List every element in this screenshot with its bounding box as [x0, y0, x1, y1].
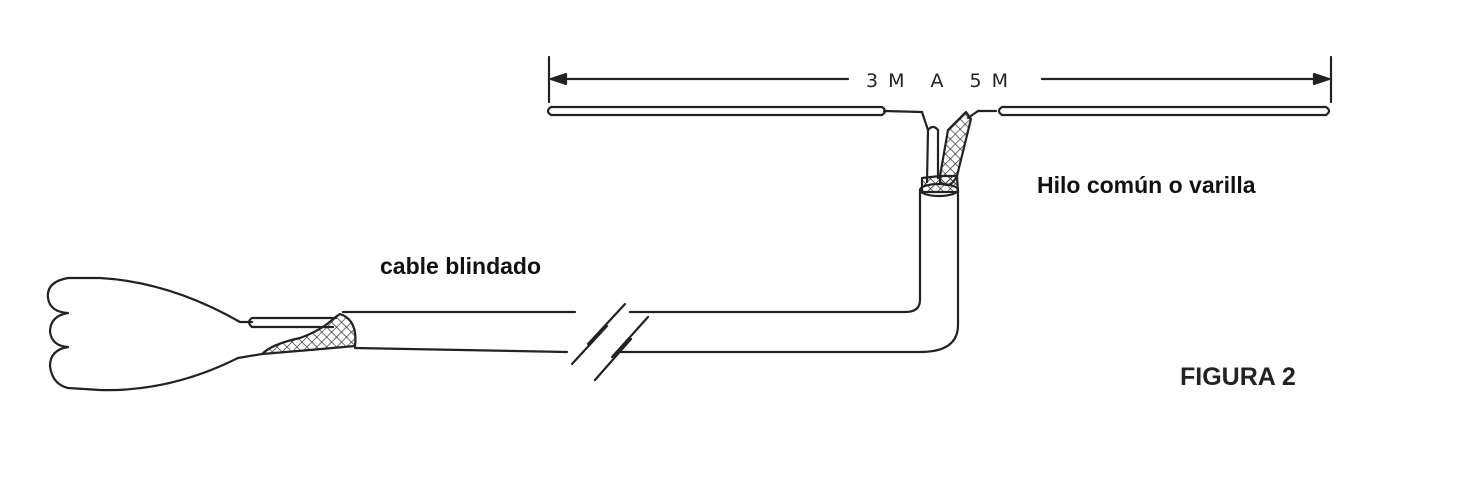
figure-label: FIGURA 2 — [1180, 363, 1296, 391]
pickup-loop — [46, 276, 264, 392]
cable-break-mark — [570, 302, 650, 382]
braid-shield-top — [938, 110, 973, 186]
antenna-wire-label: Hilo común o varilla — [1037, 172, 1256, 198]
dimension-label: 3M A 5M — [866, 70, 1019, 92]
inner-conductor-left — [238, 316, 338, 329]
shielded-cable-label: cable blindado — [380, 253, 542, 279]
antenna-left-element — [546, 105, 930, 132]
coax-cable — [341, 182, 960, 354]
antenna-right-element — [966, 105, 1331, 120]
braid-shield-left — [260, 312, 357, 356]
dimension-line — [547, 55, 1333, 104]
center-conductor-top — [925, 125, 940, 184]
